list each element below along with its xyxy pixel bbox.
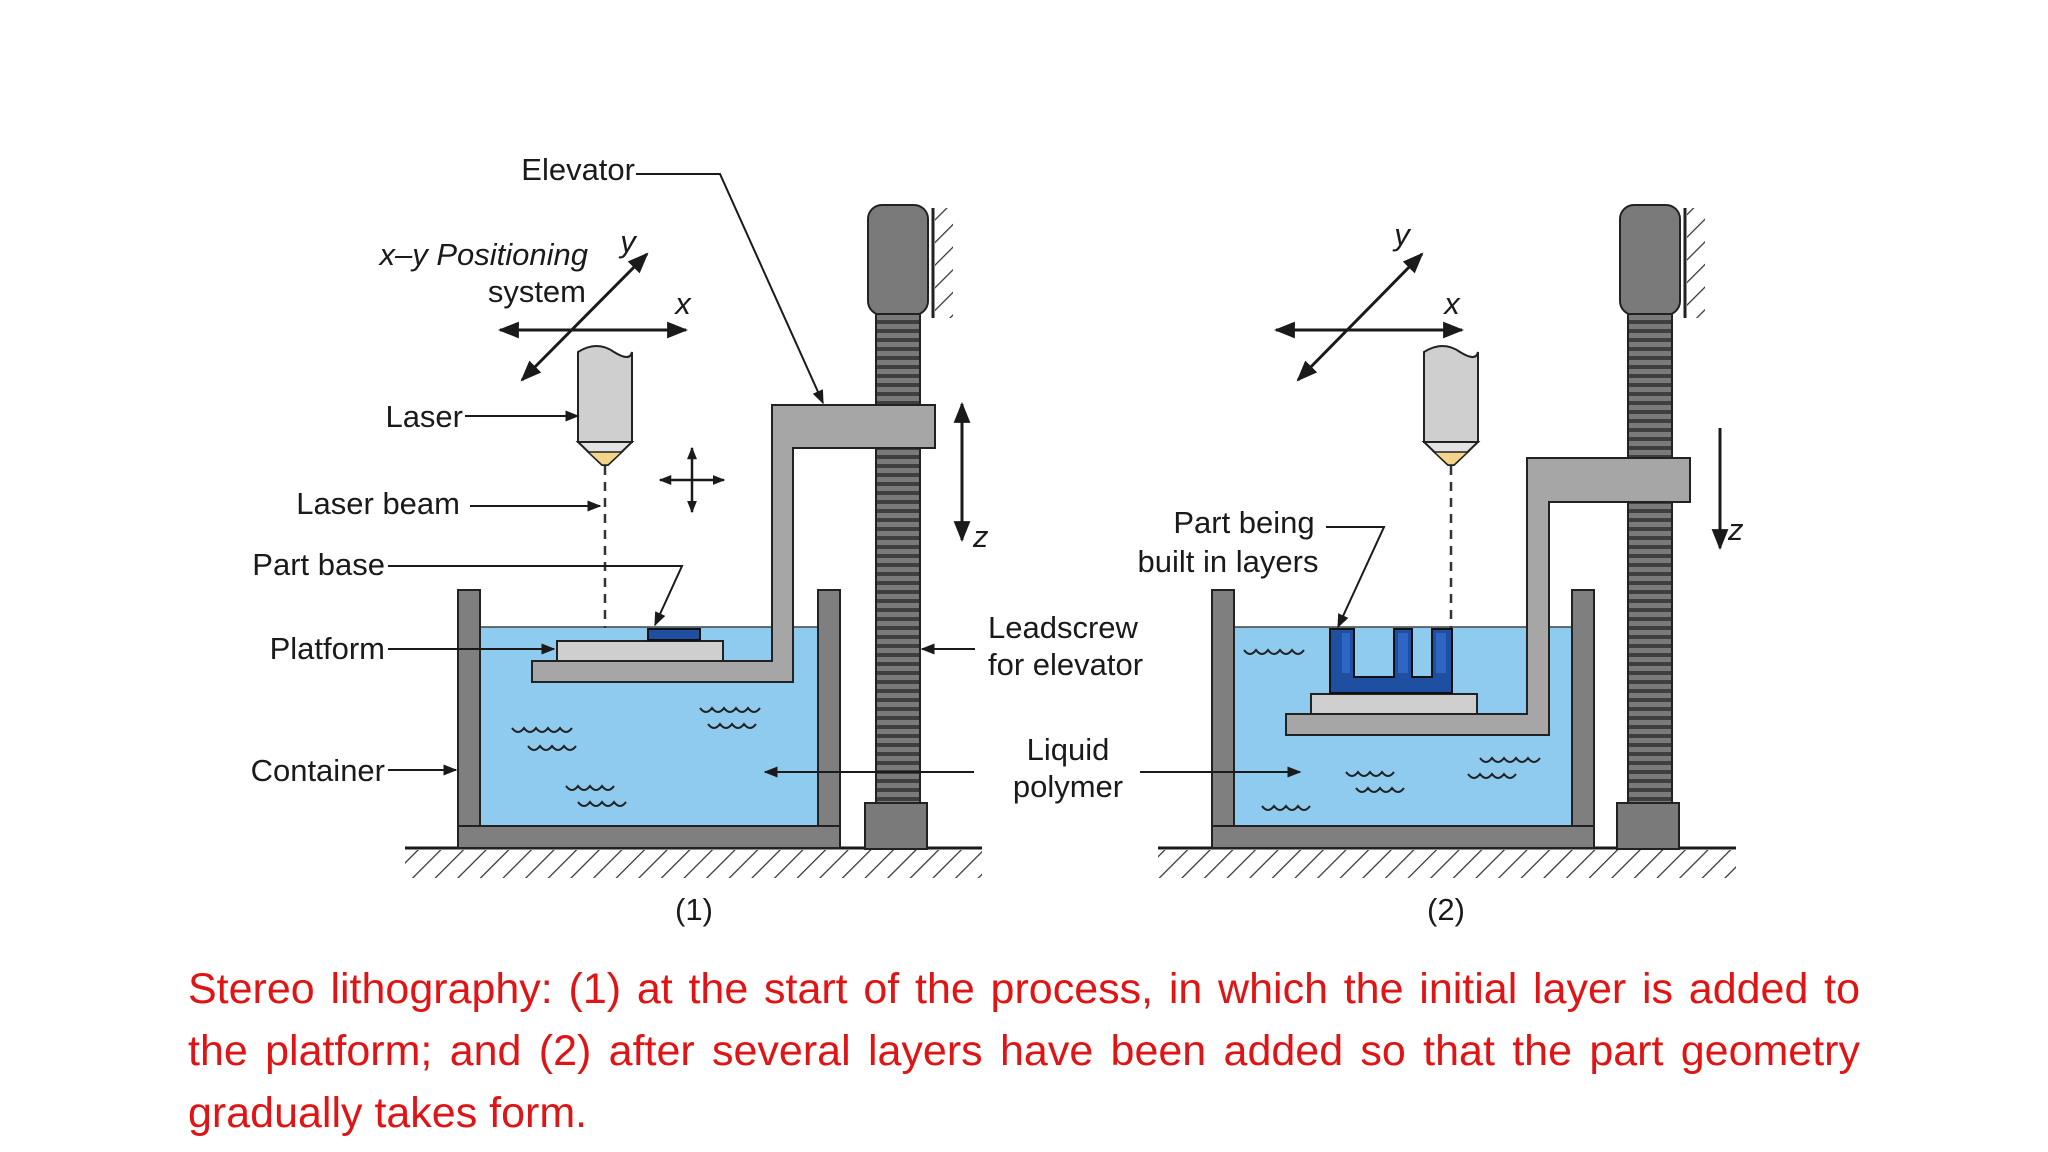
label-x-axis-2: x	[1442, 286, 1461, 321]
y-axis-arrow	[520, 252, 649, 382]
label-laser-beam: Laser beam	[296, 486, 460, 521]
label-container: Container	[251, 753, 385, 788]
ground-hatch-2	[1158, 850, 1736, 878]
label-laser: Laser	[385, 399, 463, 434]
laser	[577, 345, 633, 443]
label-platform: Platform	[270, 631, 385, 666]
container-2-right-wall	[1571, 589, 1595, 849]
panel-1: Elevator x–y Positioning system y x Lase…	[251, 152, 1144, 927]
part-base	[647, 628, 701, 641]
label-part-base: Part base	[252, 547, 385, 582]
label-built-in-layers: built in layers	[1138, 544, 1319, 579]
liquid-waves-2	[1243, 648, 1541, 811]
part-layers-leader	[1326, 526, 1386, 629]
leadscrew-2-base	[1616, 802, 1680, 850]
container-right-wall	[817, 589, 841, 849]
elevator-leader	[636, 173, 824, 405]
label-y-axis-2: y	[1392, 217, 1412, 252]
y-axis-arrow-2	[1296, 252, 1424, 382]
ground-hatch	[405, 850, 982, 878]
platform	[556, 640, 724, 662]
label-liquid-polymer: polymer	[1013, 769, 1123, 804]
liquid-waves	[511, 706, 761, 807]
laser-tip	[586, 451, 624, 466]
label-xy-positioning: x–y Positioning	[377, 237, 588, 272]
laser-2	[1423, 345, 1479, 443]
panel-1-label: (1)	[675, 892, 713, 927]
panel-2: y x Part being built in layers z (2)	[1138, 204, 1744, 927]
label-elevator: Elevator	[521, 152, 635, 187]
figure-caption: Stereo lithography: (1) at the start of …	[188, 965, 1860, 1137]
label-z-axis: z	[972, 519, 989, 554]
label-x-axis: x	[673, 286, 692, 321]
laser-2-tip	[1432, 451, 1470, 466]
part-base-leader	[388, 565, 684, 627]
label-leadscrew-2: for elevator	[988, 647, 1143, 682]
part-built-in-layers	[1329, 628, 1453, 694]
leadscrew	[875, 313, 921, 805]
label-leadscrew: Leadscrew	[988, 610, 1139, 645]
label-z-axis-2: z	[1727, 512, 1744, 547]
leadscrew-2-top-cap	[1619, 204, 1681, 316]
container-bottom	[457, 825, 841, 849]
label-liquid: Liquid	[1027, 732, 1110, 767]
label-y-axis: y	[618, 224, 638, 259]
container-2-bottom	[1211, 825, 1595, 849]
label-xy-system: system	[488, 274, 586, 309]
leadscrew-top-cap	[867, 204, 929, 316]
leadscrew-2	[1627, 313, 1673, 805]
label-part-being: Part being	[1173, 505, 1314, 540]
container-left-wall	[457, 589, 481, 849]
panel-2-label: (2)	[1427, 892, 1465, 927]
leadscrew-base	[864, 802, 928, 850]
platform-2	[1310, 693, 1478, 715]
container-2-left-wall	[1211, 589, 1235, 849]
